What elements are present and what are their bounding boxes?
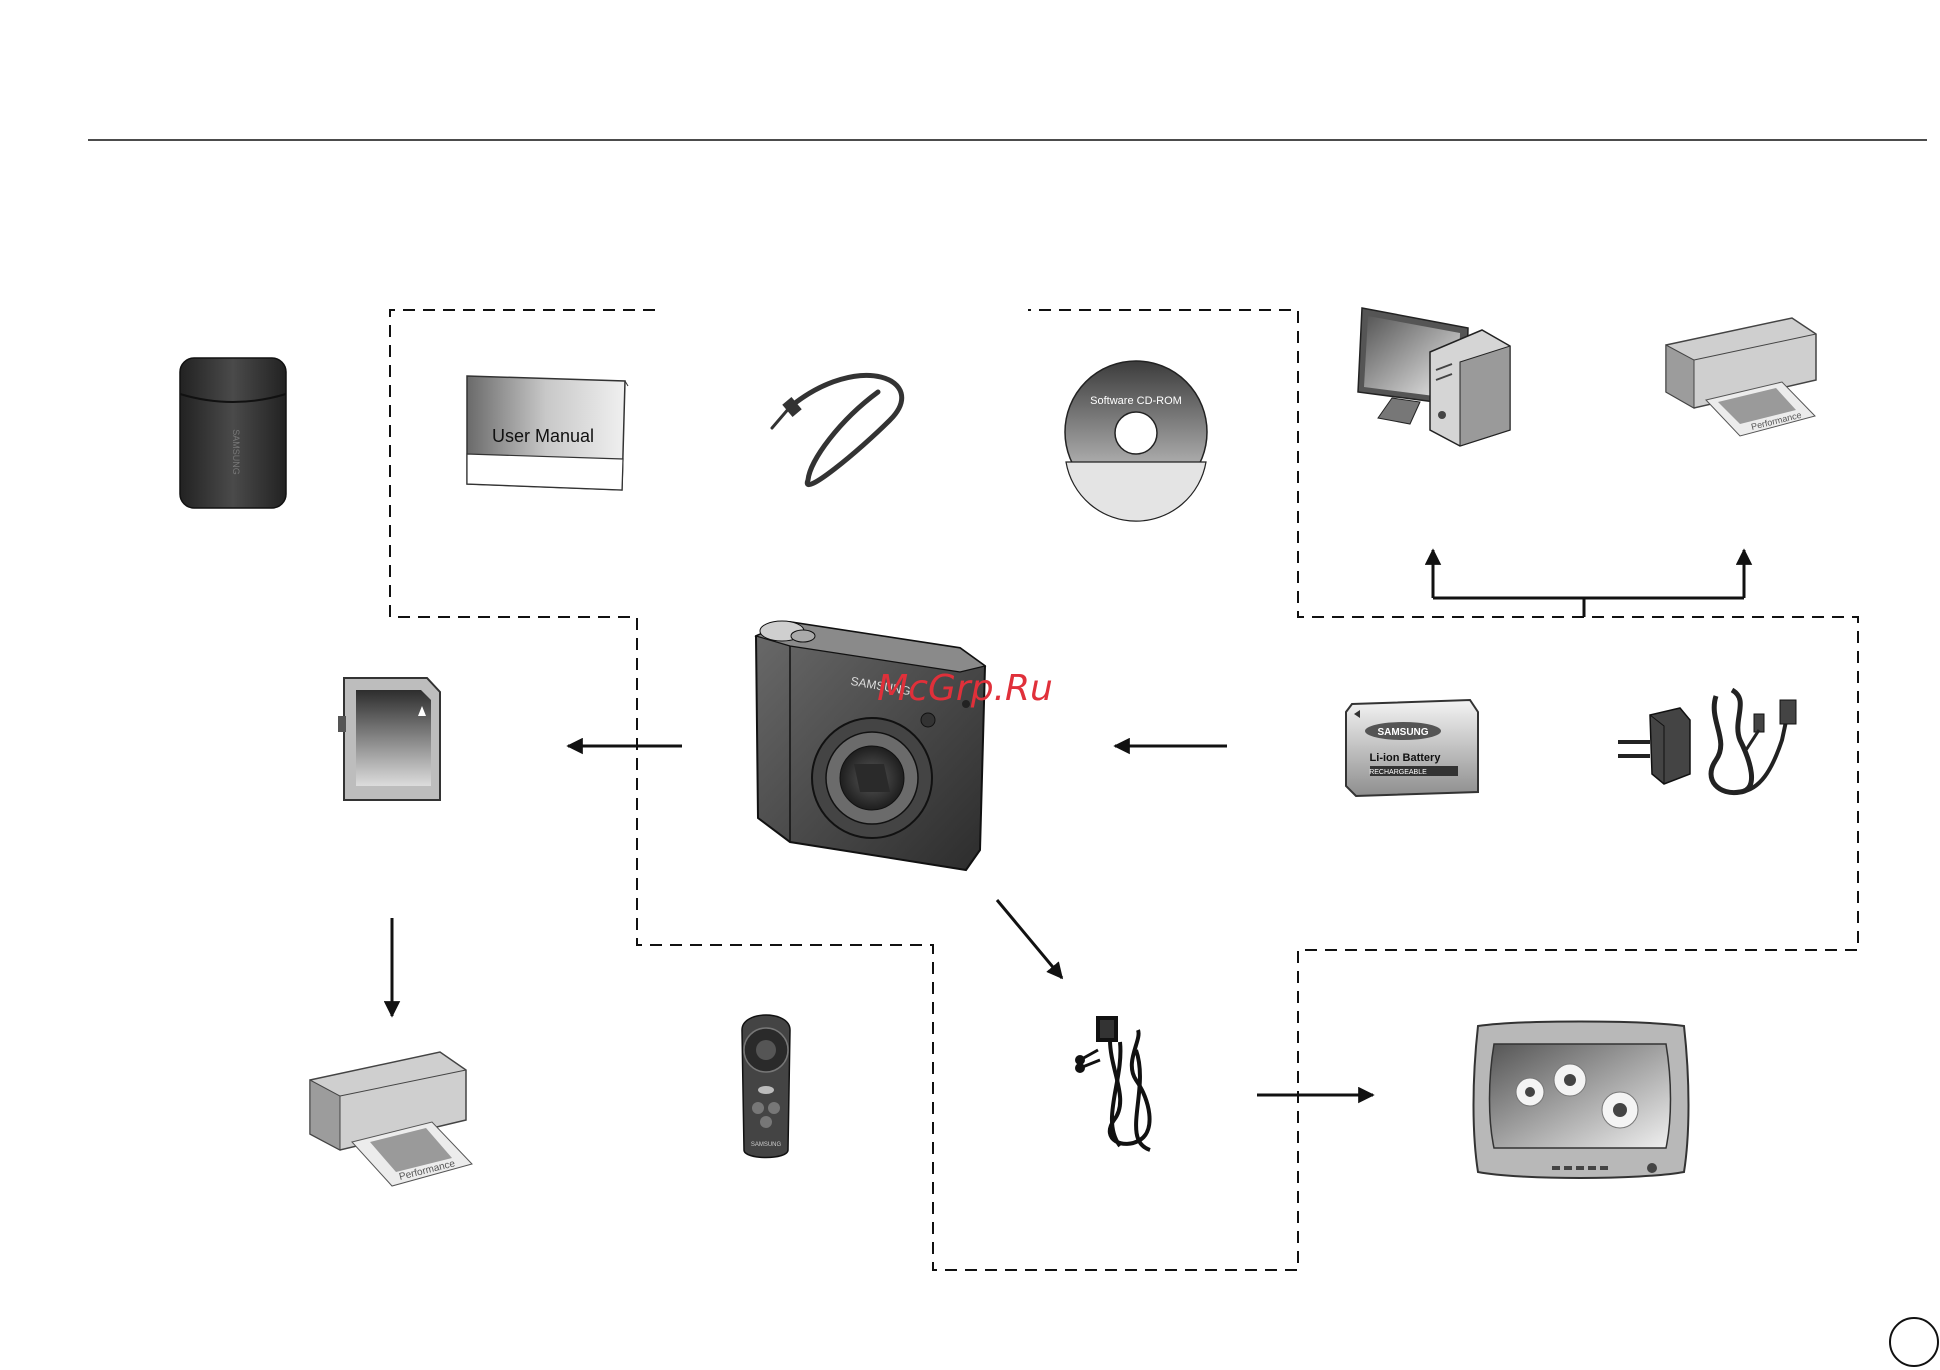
user-manual-icon: User Manual [467, 376, 628, 490]
user-manual-label: User Manual [492, 426, 594, 446]
tv-icon [1474, 1022, 1689, 1179]
battery-brand: SAMSUNG [1377, 727, 1428, 738]
arrow-bracket-to-pc-and-printer [1433, 550, 1744, 617]
camera-case-icon: SAMSUNG [180, 358, 286, 508]
remote-control-icon: SAMSUNG [742, 1015, 790, 1158]
page-number-circle [1890, 1318, 1938, 1366]
cd-rom-icon: Software CD-ROM [1065, 361, 1207, 521]
av-cable-icon [1077, 1018, 1150, 1150]
connection-arrows [392, 550, 1744, 1095]
charger-icon [1618, 690, 1796, 793]
wrist-strap-icon [772, 375, 902, 484]
cd-rom-label: Software CD-ROM [1090, 395, 1182, 407]
sd-card-icon [338, 678, 440, 800]
case-brand: SAMSUNG [231, 429, 241, 475]
remote-brand: SAMSUNG [751, 1142, 782, 1148]
camera-icon: SAMSUNG [756, 621, 985, 870]
battery-title: Li-ion Battery [1370, 752, 1442, 764]
arrow-camera-to-cable [997, 900, 1062, 978]
printer-icon: Performance [310, 1052, 472, 1186]
battery-icon: SAMSUNG Li-ion Battery RECHARGEABLE [1346, 700, 1478, 796]
watermark: McGrp.Ru [877, 668, 1053, 709]
printer-icon: Performance [1666, 318, 1816, 436]
battery-rechargeable: RECHARGEABLE [1369, 769, 1427, 776]
computer-icon [1358, 308, 1510, 446]
